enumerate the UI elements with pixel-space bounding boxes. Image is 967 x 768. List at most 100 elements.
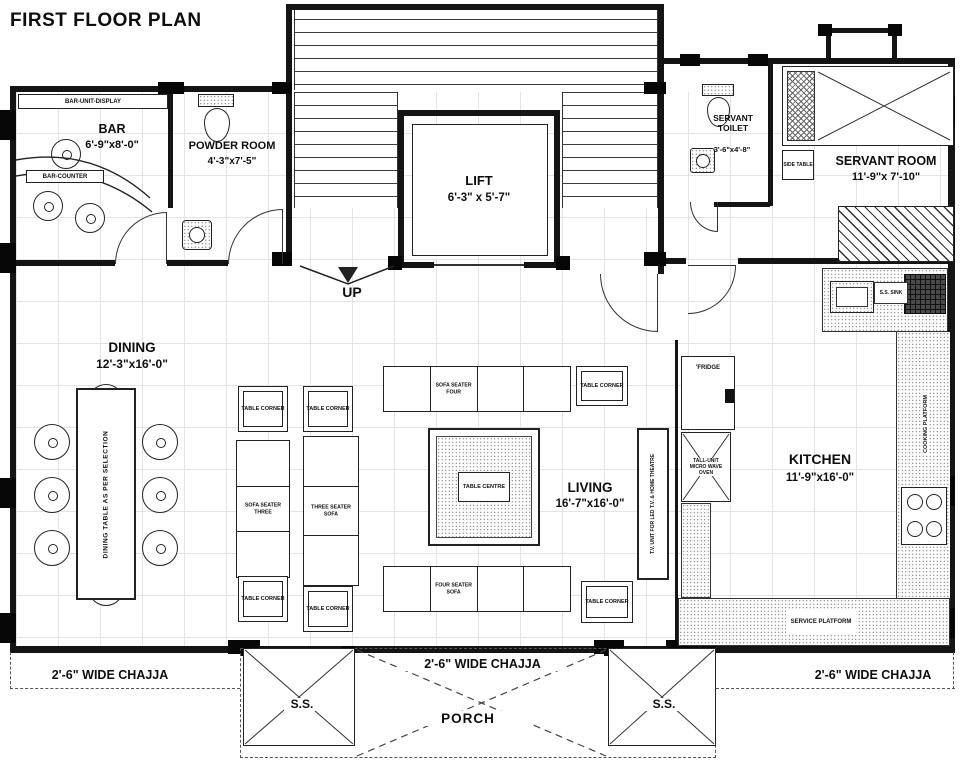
column	[748, 54, 768, 66]
room-dims-lift: 6'-3" x 5'-7"	[447, 192, 511, 204]
wall-bump-top	[826, 28, 897, 33]
service-platform-label: SERVICE PLATFORM	[786, 609, 856, 635]
column	[0, 243, 16, 273]
door-leaf-living	[657, 274, 659, 332]
table-corner: TABLE CORNER	[238, 386, 288, 432]
room-dims-powder: 4'-3"x7'-5"	[207, 156, 257, 167]
wall-toilet-right	[768, 58, 773, 206]
table-corner-label: TABLE CORNER	[241, 405, 285, 412]
table-corner: TABLE CORNER	[303, 586, 353, 632]
fridge-handle	[725, 389, 734, 403]
wall-lift-bottom-right	[524, 262, 560, 268]
chajja-dashed-right	[716, 688, 955, 689]
toilet-tank	[702, 84, 734, 96]
door-leaf-servant-toilet	[717, 202, 719, 232]
door-leaf-powder	[282, 209, 284, 264]
chajja-dashed-left	[10, 688, 240, 689]
wall-left	[10, 86, 16, 652]
four-seater-sofa: FOUR SEATER SOFA	[383, 566, 571, 612]
sofa-seater-three-label: SOFA SEATER THREE	[239, 502, 287, 516]
room-label-lift: LIFT	[465, 173, 493, 188]
room-dims-servant-room: 11'-9"x 7'-10"	[851, 171, 921, 183]
bar-stool	[75, 203, 105, 233]
kitchen-platform-right	[896, 332, 950, 598]
ss-sink-label: S.S. SINK	[879, 290, 903, 296]
ss-sink-label-box: S.S. SINK	[874, 282, 908, 304]
dining-chair	[34, 477, 70, 513]
wall-mid-b	[167, 260, 228, 266]
kitchen-window-grill	[904, 274, 946, 314]
wall-stair-right	[658, 4, 664, 274]
wall-top-bar	[10, 86, 292, 92]
wall-lift-top	[398, 110, 560, 116]
three-seater-sofa: THREE SEATER SOFA	[303, 436, 359, 586]
page-title: FIRST FLOOR PLAN	[10, 10, 202, 31]
wall-lift-bottom-left	[398, 262, 434, 268]
table-corner-label: TABLE CORNER	[306, 405, 350, 412]
room-label-servant-room: SERVANT ROOM	[835, 154, 937, 168]
dining-chair	[142, 424, 178, 460]
kitchen-platform-strip	[681, 503, 711, 598]
cooking-platform-label: COOKING PLATFORM	[923, 393, 930, 455]
bar-stool	[33, 191, 63, 221]
up-label: UP	[342, 284, 362, 300]
column	[0, 110, 16, 140]
chajja-dashed-end-right	[953, 652, 954, 689]
bar-unit-display-label: BAR-UNIT-DISPLAY	[64, 98, 122, 105]
luggage-rack	[838, 206, 954, 262]
chajja-label-right: 2'-6" WIDE CHAJJA	[814, 668, 932, 682]
stair-flight-left	[294, 92, 398, 208]
table-centre-label-box: TABLE CENTRE	[458, 472, 510, 502]
four-seater-sofa-label: FOUR SEATER SOFA	[432, 582, 475, 596]
wall-mid-a	[10, 260, 115, 266]
column	[272, 82, 292, 94]
lift-cab	[412, 124, 548, 256]
dining-table-label: DINING TABLE AS PER SELECTION	[102, 428, 110, 560]
wall-stair-top	[286, 4, 664, 10]
wall-bump-left	[826, 28, 831, 62]
porch-label: PORCH	[406, 711, 530, 727]
table-corner-label: TABLE CORNER	[306, 605, 350, 612]
cooking-platform-label-box: COOKING PLATFORM	[904, 376, 948, 472]
sofa-seater-four: SOFA SEATER FOUR	[383, 366, 571, 412]
gas-hob	[901, 487, 947, 545]
table-corner: TABLE CORNER	[238, 576, 288, 622]
toilet-tank	[198, 94, 234, 107]
bed	[782, 66, 954, 146]
table-centre-label: TABLE CENTRE	[462, 484, 506, 490]
room-label-powder: POWDER ROOM	[188, 140, 276, 152]
room-label-kitchen: KITCHEN	[788, 451, 852, 467]
door-leaf-kitchen	[688, 265, 736, 267]
wall-bar-powder	[168, 86, 173, 208]
column	[644, 252, 666, 266]
side-table-label: SIDE TABLE	[783, 162, 813, 168]
wall-stair-left	[286, 4, 292, 266]
wall-lift-left	[398, 110, 404, 268]
wall-bump-right	[892, 28, 897, 62]
tv-unit: T.V. UNIT FOR LED T.V. & HOME THEATRE	[637, 428, 669, 580]
chajja-dashed-end-left	[10, 652, 11, 689]
bar-counter-label: BAR-COUNTER	[42, 173, 88, 180]
toilet-bowl-icon	[204, 108, 230, 142]
column	[158, 82, 184, 94]
fridge: 'FRIDGE	[681, 356, 735, 430]
column	[556, 256, 570, 270]
bar-unit-display: BAR-UNIT-DISPLAY	[18, 94, 168, 109]
wall-toilet-bottom	[714, 202, 770, 207]
room-dims-dining: 12'-3"x16'-0"	[96, 357, 168, 371]
room-label-dining: DINING	[108, 340, 156, 355]
washbasin-icon	[690, 148, 715, 173]
room-dims-living: 16'-7"x16'-0"	[555, 498, 625, 510]
dining-chair	[142, 530, 178, 566]
table-corner: TABLE CORNER	[303, 386, 353, 432]
door-leaf-bar	[166, 212, 168, 264]
sofa-seater-four-label: SOFA SEATER FOUR	[432, 382, 475, 396]
wall-servant-bottom-a	[664, 258, 686, 264]
dining-chair	[34, 424, 70, 460]
stair-flight-right	[562, 92, 658, 208]
dining-table: DINING TABLE AS PER SELECTION	[76, 388, 136, 600]
three-seater-sofa-label: THREE SEATER SOFA	[306, 504, 356, 518]
room-dims-kitchen: 11'-9"x16'-0"	[785, 472, 855, 484]
stair-landing-treads	[294, 6, 658, 90]
